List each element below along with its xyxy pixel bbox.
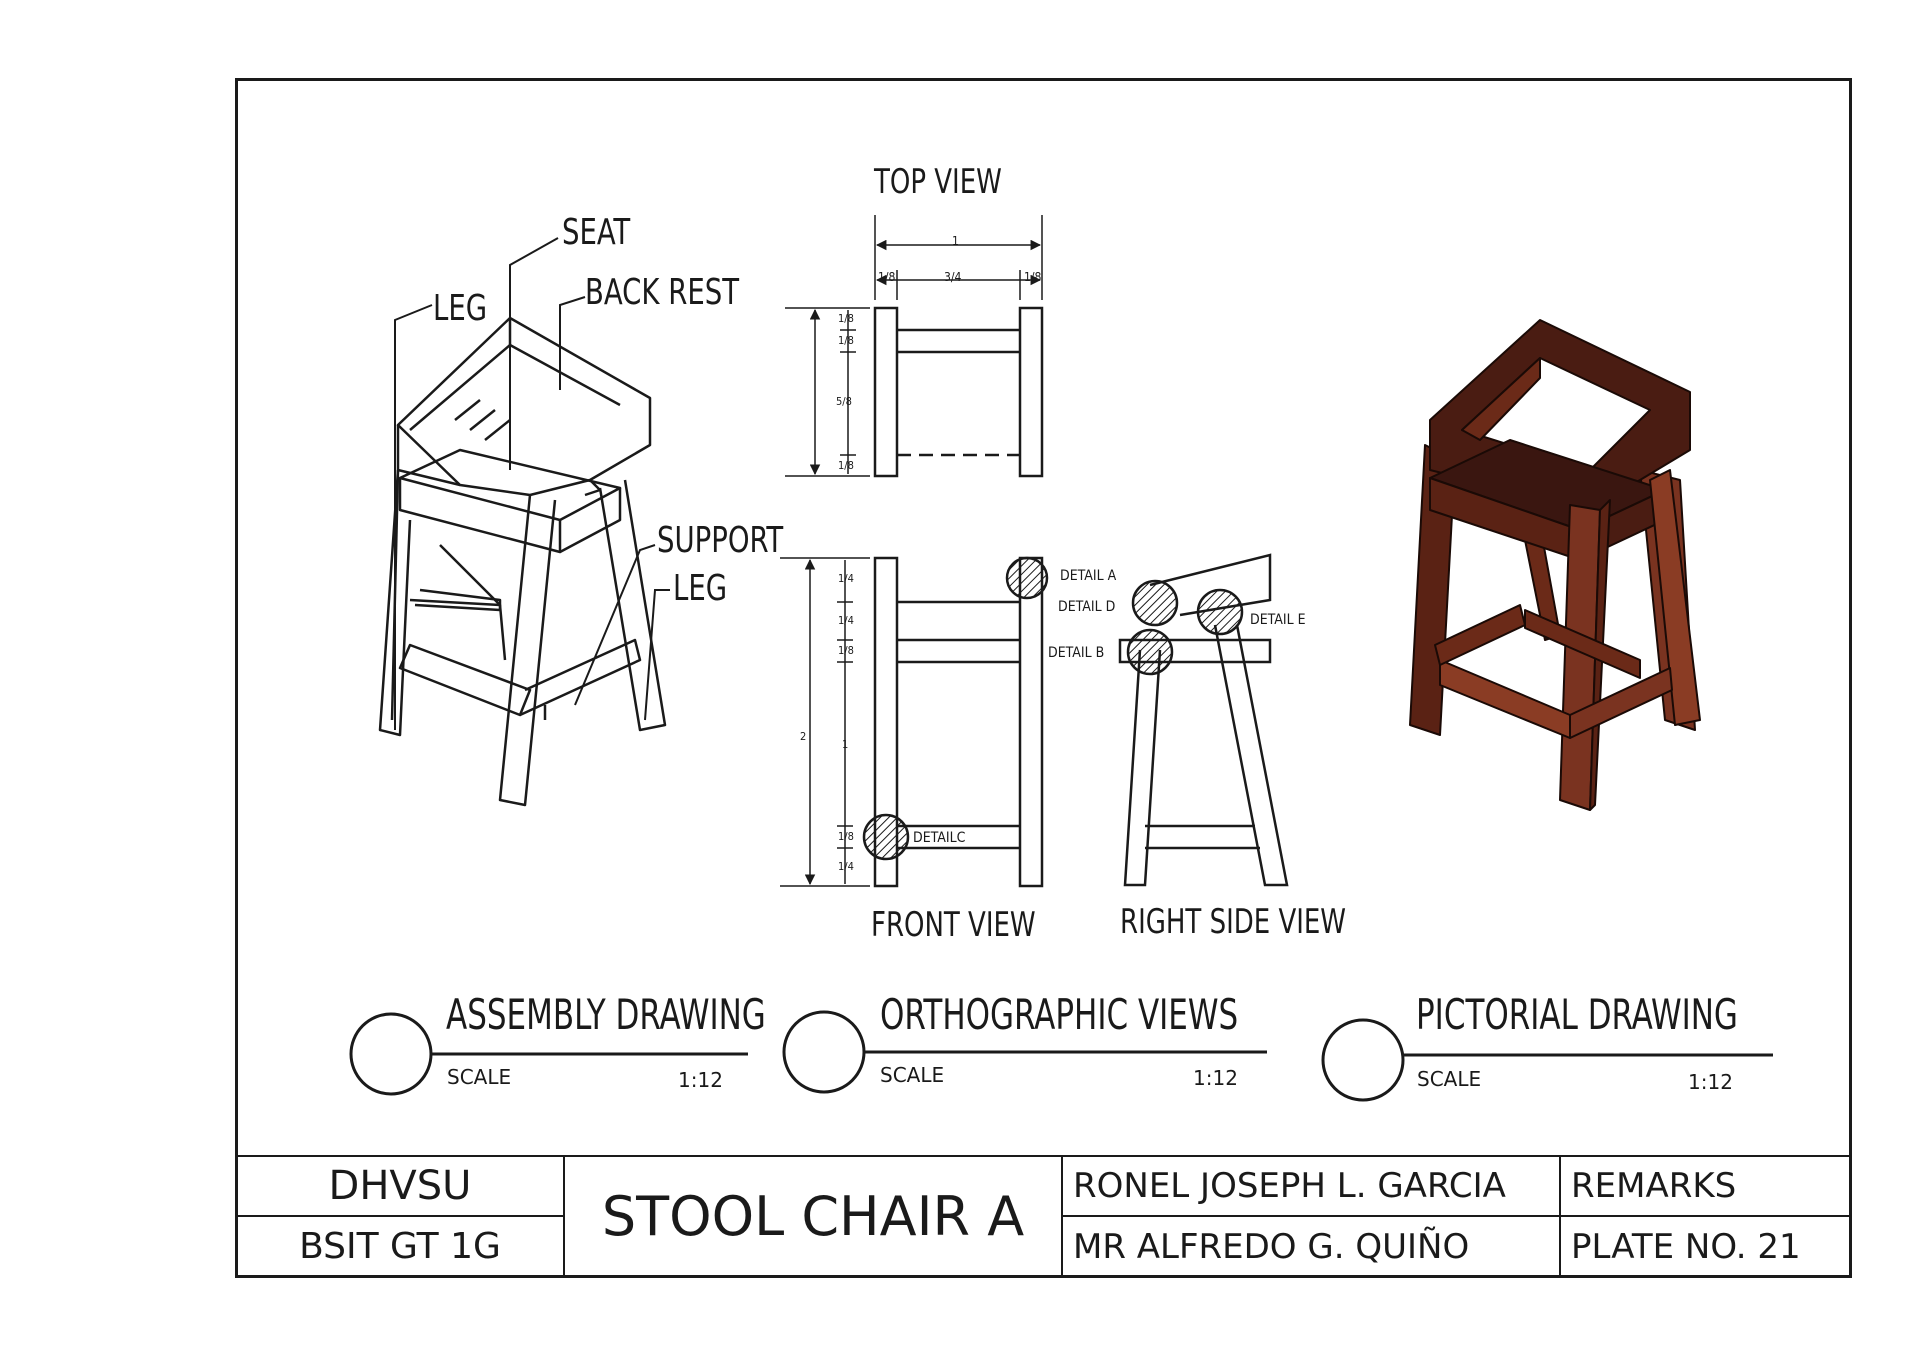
callout-support: SUPPORT — [657, 520, 784, 561]
top-view-linework — [785, 215, 1044, 478]
title-block-drawing-title: STOOL CHAIR A — [563, 1155, 1063, 1278]
dim-top-overall: 1 — [952, 234, 959, 248]
pictorial-stool — [1409, 319, 1701, 811]
detail-c-circle — [862, 813, 910, 861]
top-view-label: TOP VIEW — [874, 162, 1002, 202]
front-view-linework — [780, 556, 1044, 888]
dim-top-v2: 1/8 — [838, 334, 854, 347]
title-block-school: DHVSU — [235, 1155, 565, 1217]
assembly-stool-linework — [378, 316, 667, 807]
detail-b-label: DETAIL B — [1048, 645, 1105, 661]
dim-top-right: 1/8 — [1024, 270, 1042, 284]
right-side-view-label: RIGHT SIDE VIEW — [1120, 902, 1347, 942]
front-view-label: FRONT VIEW — [871, 905, 1036, 945]
section-title-assembly: ASSEMBLY DRAWING — [446, 990, 766, 1039]
callout-back-rest: BACK REST — [585, 272, 740, 313]
section-scale-label-assembly: SCALE — [447, 1065, 512, 1089]
title-block: DHVSU BSIT GT 1G STOOL CHAIR A RONEL JOS… — [235, 1155, 1852, 1278]
title-block-student: RONEL JOSEPH L. GARCIA — [1061, 1155, 1561, 1217]
detail-e-circle — [1196, 588, 1244, 636]
right-side-view-linework — [1118, 553, 1289, 887]
section-title-orthographic: ORTHOGRAPHIC VIEWS — [880, 990, 1239, 1039]
section-scale-value-assembly: 1:12 — [678, 1068, 723, 1092]
title-block-instructor: MR ALFREDO G. QUIÑO — [1061, 1215, 1561, 1278]
dim-top-v4: 1/8 — [838, 459, 854, 472]
dim-front-v6: 1/4 — [838, 860, 854, 873]
dim-top-left: 1/8 — [878, 270, 896, 284]
section-title-marks — [349, 1010, 1773, 1102]
section-scale-label-orthographic: SCALE — [880, 1063, 945, 1087]
dim-front-overall: 2 — [800, 730, 807, 743]
detail-e-label: DETAIL E — [1250, 612, 1306, 628]
section-title-pictorial: PICTORIAL DRAWING — [1416, 990, 1738, 1039]
callout-leg-top: LEG — [433, 288, 488, 329]
dim-top-mid: 3/4 — [944, 270, 962, 284]
title-block-section: BSIT GT 1G — [235, 1215, 565, 1278]
section-scale-value-orthographic: 1:12 — [1193, 1066, 1238, 1090]
dim-front-v4: 1 — [842, 738, 849, 751]
callout-leg-side: LEG — [673, 568, 728, 609]
dim-front-v1: 1/4 — [838, 572, 854, 585]
title-block-remarks: REMARKS — [1559, 1155, 1852, 1217]
dim-top-v3: 5/8 — [836, 395, 852, 408]
detail-b-circle — [1126, 628, 1174, 676]
dim-front-v2: 1/4 — [838, 614, 854, 627]
dim-front-v3: 1/8 — [838, 644, 854, 657]
dim-front-v5: 1/8 — [838, 830, 854, 843]
detail-d-label: DETAIL D — [1058, 599, 1116, 615]
dim-top-v1: 1/8 — [838, 312, 854, 325]
assembly-callout-leaders — [394, 237, 670, 730]
callout-seat: SEAT — [562, 212, 631, 253]
section-scale-label-pictorial: SCALE — [1417, 1067, 1482, 1091]
detail-c-label: DETAILC — [913, 830, 966, 846]
detail-a-label: DETAIL A — [1060, 568, 1117, 584]
title-block-plate: PLATE NO. 21 — [1559, 1215, 1852, 1278]
detail-a-circle — [1005, 556, 1049, 600]
section-scale-value-pictorial: 1:12 — [1688, 1070, 1733, 1094]
detail-d-circle — [1131, 579, 1179, 627]
